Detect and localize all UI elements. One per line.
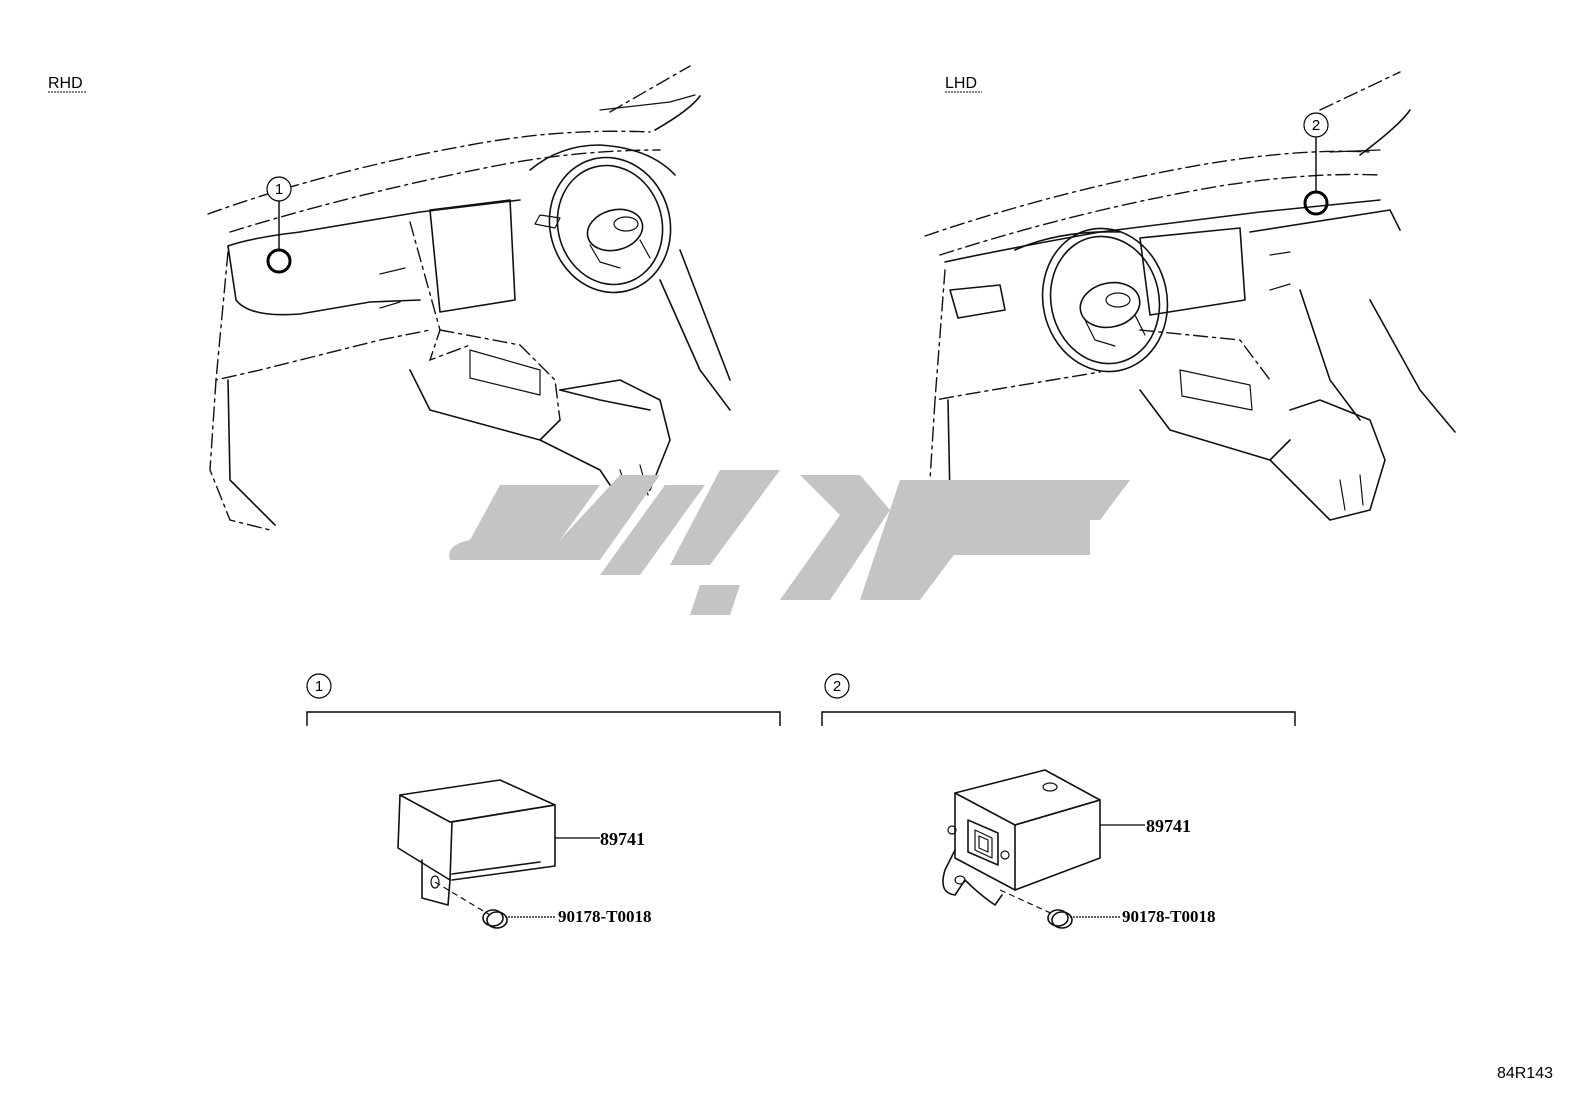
callout-1-marker — [266, 176, 292, 202]
callout-2-marker — [1303, 112, 1329, 138]
group-1-module — [397, 779, 600, 929]
callout-2-number: 2 — [1312, 117, 1320, 134]
group-1-clip-part-number: 90178-T0018 — [558, 907, 652, 926]
group-1-module-part-number: 89741 — [600, 829, 645, 849]
diagram-reference-code: 84R143 — [1497, 1065, 1553, 1082]
group-2-bracket: 2 — [821, 673, 1296, 726]
svg-text:LHD: LHD — [945, 75, 977, 92]
svg-text:RHD: RHD — [48, 75, 83, 92]
lhd-dashboard-illustration: 2 — [924, 71, 1456, 549]
group-1-number: 1 — [315, 678, 323, 695]
group-2-module — [942, 769, 1145, 929]
lhd-view-label: LHD — [945, 75, 982, 93]
callout-1-number: 1 — [275, 181, 283, 198]
group-2-module-part-number: 89741 — [1146, 816, 1191, 836]
group-2-clip-part-number: 90178-T0018 — [1122, 907, 1216, 926]
rhd-dashboard-illustration: 1 — [207, 65, 731, 531]
group-1-bracket: 1 — [306, 673, 781, 726]
rhd-view-label: RHD — [48, 75, 86, 93]
group-2-number: 2 — [833, 678, 841, 695]
watermark-logo — [449, 470, 1130, 615]
